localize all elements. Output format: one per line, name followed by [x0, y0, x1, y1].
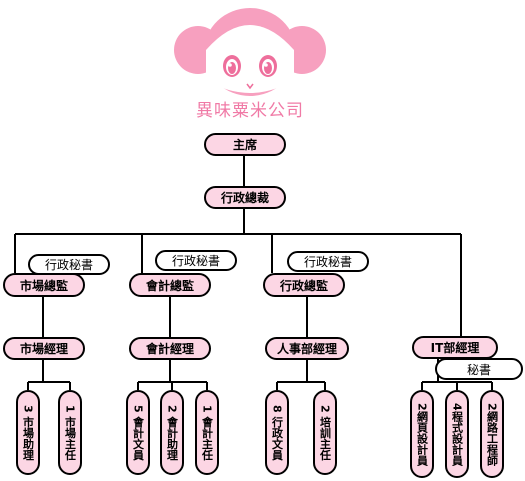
programmer-label: 4程式設計員 — [450, 402, 464, 466]
company-name: 異味粟米公司 — [196, 101, 304, 121]
accounting-director-node: 會計總監 — [129, 273, 211, 297]
marketing-director-node: 市場總監 — [3, 273, 85, 297]
it-secretary-node: 秘書 — [435, 358, 523, 380]
admin-clerk-node: 8 行政文員 — [265, 390, 289, 475]
marketing-assistant-node: 3 市場助理 — [16, 390, 40, 475]
chairman-node: 主席 — [204, 133, 286, 156]
accounting-assistant-node: 2 會計助理 — [160, 390, 184, 475]
marketing-officer-node: 1 市場主任 — [58, 390, 82, 475]
training-officer-label: 2 培訓主任 — [318, 404, 332, 461]
marketing-officer-label: 1 市場主任 — [63, 404, 77, 461]
accounting-secretary-node: 行政秘書 — [155, 250, 237, 271]
marketing-secretary-node: 行政秘書 — [28, 254, 110, 275]
programmer-node: 4程式設計員 — [445, 390, 469, 478]
accounting-manager-node: 會計經理 — [129, 337, 211, 360]
marketing-assistant-label: 3 市場助理 — [21, 404, 35, 461]
ceo-node: 行政總裁 — [204, 186, 286, 209]
it-manager-node: IT部經理 — [412, 336, 498, 359]
hr-manager-node: 人事部經理 — [265, 337, 349, 360]
network-engineer-label: 2網路工程師 — [485, 402, 499, 466]
accounting-clerk-node: 5 會計文員 — [126, 390, 150, 475]
accounting-clerk-label: 5 會計文員 — [131, 404, 145, 461]
admin-clerk-label: 8 行政文員 — [270, 404, 284, 461]
accounting-officer-node: 1 會計主任 — [195, 390, 219, 475]
network-engineer-node: 2網路工程師 — [480, 390, 504, 478]
admin-director-node: 行政總監 — [263, 273, 345, 297]
company-logo-mascot — [174, 8, 326, 96]
web-designer-node: 2網頁設計員 — [410, 390, 434, 478]
marketing-manager-node: 市場經理 — [3, 337, 85, 360]
web-designer-label: 2網頁設計員 — [415, 402, 429, 466]
admin-secretary-node: 行政秘書 — [287, 251, 369, 272]
accounting-assistant-label: 2 會計助理 — [165, 404, 179, 461]
training-officer-node: 2 培訓主任 — [313, 390, 337, 475]
accounting-officer-label: 1 會計主任 — [200, 404, 214, 461]
